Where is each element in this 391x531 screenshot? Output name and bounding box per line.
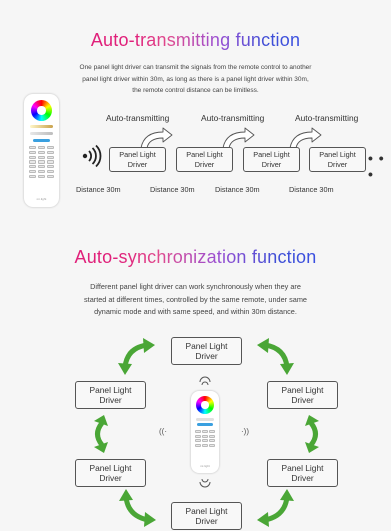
section2-description-line: started at different times, controlled b… — [84, 294, 307, 304]
auto-transmitting-label: Auto-transmitting — [106, 113, 170, 123]
green-curved-arrow-icon — [257, 489, 294, 527]
driver-label-line1: Panel Light — [89, 384, 132, 395]
driver-label-line2: Driver — [195, 351, 218, 361]
signal-left-icon: ((· — [159, 427, 167, 436]
panel-light-driver-box: Panel Light Driver — [109, 147, 166, 172]
panel-light-driver-box: Panel Light Driver — [171, 502, 242, 530]
panel-light-driver-box: Panel Light Driver — [171, 337, 242, 365]
driver-label-line2: Driver — [99, 395, 122, 405]
panel-light-driver-box: Panel Light Driver — [176, 147, 233, 172]
brightness-bar — [196, 418, 214, 421]
curved-arrow-icon — [289, 127, 322, 149]
section2-description: Different panel light driver can work sy… — [0, 281, 391, 319]
driver-label-line1: Panel Light — [253, 150, 290, 160]
saturation-bar — [30, 132, 53, 135]
driver-label-line1: Panel Light — [281, 462, 324, 473]
distance-label: Distance 30m — [215, 185, 260, 194]
remote-keypad — [29, 146, 54, 179]
section1-title-part2: transmitting function — [134, 30, 301, 50]
driver-label-line2: Driver — [195, 516, 218, 526]
green-curved-arrow-icon — [305, 415, 319, 453]
remote-control-image: mi·light — [24, 94, 59, 207]
remote-brand-logo: mi·light — [36, 197, 47, 201]
green-curved-arrow-icon — [257, 338, 294, 375]
remote-control-image: mi·light — [191, 391, 219, 473]
remote-brand-logo: mi·light — [200, 464, 210, 468]
signal-waves-icon — [82, 144, 102, 168]
driver-label-line2: Driver — [327, 159, 348, 169]
section1-description-line: One panel light driver can transmit the … — [79, 64, 312, 71]
driver-label-line2: Driver — [291, 395, 314, 405]
section1-title: Auto-transmitting function — [0, 30, 391, 51]
driver-label-line2: Driver — [291, 473, 314, 483]
color-wheel-icon — [31, 100, 52, 121]
driver-label-line1: Panel Light — [89, 462, 132, 473]
driver-label-line2: Driver — [261, 159, 282, 169]
curved-arrow-icon — [140, 127, 173, 149]
brightness-bar — [30, 125, 53, 128]
signal-up-icon — [199, 376, 211, 386]
driver-label-line2: Driver — [99, 473, 122, 483]
color-wheel-icon — [196, 396, 214, 414]
panel-light-driver-box: Panel Light Driver — [243, 147, 300, 172]
auto-transmitting-label: Auto-transmitting — [201, 113, 265, 123]
signal-right-icon: ·)) — [241, 427, 249, 436]
panel-light-driver-box: Panel Light Driver — [309, 147, 366, 172]
section2-description-line: dynamic mode and with same speed, and wi… — [94, 307, 297, 316]
driver-label-line1: Panel Light — [185, 505, 228, 516]
driver-label-line1: Panel Light — [119, 150, 156, 160]
green-curved-arrow-icon — [118, 338, 155, 375]
green-curved-arrow-icon — [119, 489, 156, 527]
driver-label-line2: Driver — [127, 159, 148, 169]
driver-label-line1: Panel Light — [281, 384, 324, 395]
signal-down-icon — [199, 478, 211, 488]
panel-light-driver-box: Panel Light Driver — [75, 381, 146, 409]
auto-transmitting-label: Auto-transmitting — [295, 113, 359, 123]
section1-title-part1: Auto- — [90, 30, 135, 50]
driver-label-line1: Panel Light — [185, 340, 228, 351]
driver-label-line1: Panel Light — [319, 150, 356, 160]
panel-light-driver-box: Panel Light Driver — [267, 381, 338, 409]
section1-description-line: panel light driver within 30m, as long a… — [82, 75, 309, 83]
green-curved-arrow-icon — [94, 415, 108, 453]
mode-button — [33, 139, 50, 142]
driver-label-line1: Panel Light — [186, 150, 223, 160]
distance-label: Distance 30m — [289, 185, 334, 194]
section2-title: Auto-synchronization function — [0, 247, 391, 268]
section2-title-part2: synchronization function — [118, 247, 317, 267]
mode-button — [197, 423, 213, 426]
panel-light-driver-box: Panel Light Driver — [267, 459, 338, 487]
section1-description: One panel light driver can transmit the … — [0, 62, 391, 97]
distance-label: Distance 30m — [150, 185, 195, 194]
panel-light-driver-box: Panel Light Driver — [75, 459, 146, 487]
curved-arrow-icon — [222, 127, 255, 149]
section2-title-part1: Auto- — [74, 247, 119, 267]
section2-description-line: Different panel light driver can work sy… — [90, 282, 301, 291]
driver-label-line2: Driver — [194, 159, 215, 169]
distance-label: Distance 30m — [76, 185, 121, 194]
section1-description-line: the remote control distance can be limit… — [132, 87, 259, 94]
remote-keypad — [195, 430, 215, 448]
continuation-dots: • • • — [368, 150, 385, 182]
